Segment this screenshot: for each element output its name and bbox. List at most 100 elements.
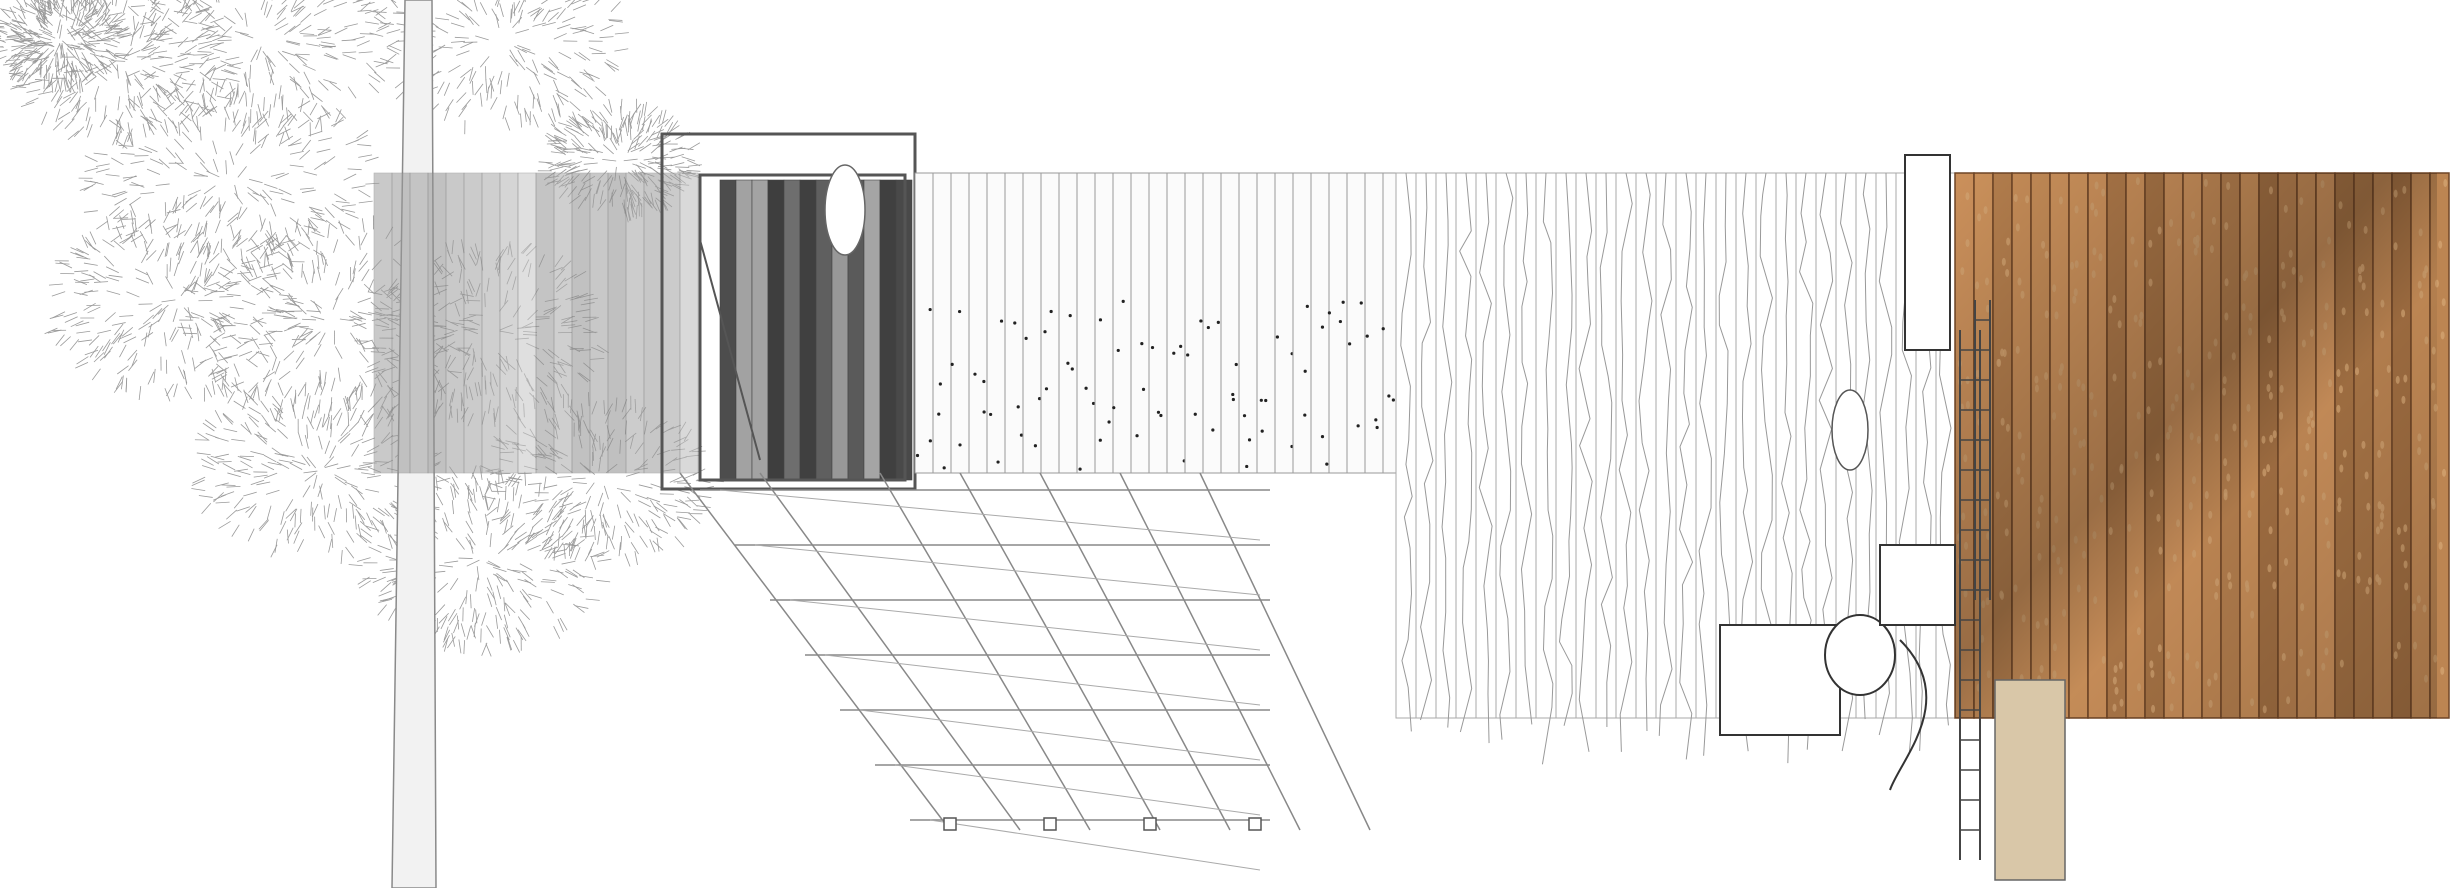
needle [84,0,90,5]
needle [330,423,333,438]
needle [101,37,116,41]
needle [111,322,126,326]
needle [304,382,307,397]
needle [150,38,165,42]
branch-line [1658,172,1673,736]
needle [245,503,257,513]
needle [269,345,277,359]
needle [211,368,217,383]
needle [42,31,56,39]
needle [78,2,91,12]
needle [217,35,232,38]
needle [316,417,322,431]
needle [162,225,171,238]
needle [541,63,554,73]
needle [170,81,183,89]
needle [504,519,509,534]
needle [79,79,81,94]
needle [466,559,480,567]
dark-board [735,179,753,481]
needle [360,1,375,6]
needle [450,486,455,501]
needle [614,32,629,35]
needle [274,453,289,457]
needle [175,242,182,256]
needle [355,337,366,350]
needle [184,289,199,293]
needle [597,558,612,562]
needle [275,407,280,422]
needle [109,59,119,72]
needle [509,49,518,63]
white-board [1238,172,1258,474]
needle [61,43,65,57]
needle [213,325,226,333]
needle [62,0,65,5]
needle [9,63,23,72]
speck [1234,362,1238,367]
needle [646,497,661,503]
needle [567,165,581,172]
needle [585,482,595,495]
needle [95,163,110,167]
needle [317,0,326,8]
needle [249,143,261,154]
needle [264,422,277,433]
needle [96,220,109,230]
needle [350,407,357,421]
needle [76,99,81,114]
needle [84,0,87,12]
needle [180,53,195,56]
needle [271,356,277,371]
needle [545,162,560,167]
needle [204,9,215,22]
needle [287,142,302,147]
needle [221,26,233,37]
needle [359,33,374,35]
needle [127,349,138,361]
needle [612,132,620,146]
needle [3,62,18,66]
needle [185,0,190,9]
needle [531,517,543,528]
needle [175,199,178,214]
needle [248,350,260,361]
needle [561,525,571,538]
needle [298,328,308,340]
needle [459,596,467,610]
needle [351,444,360,457]
needle [336,465,351,470]
needle [79,78,84,93]
needle [318,44,333,49]
needle [218,280,231,290]
needle [149,0,161,10]
needle [518,9,523,24]
grey-board [625,172,645,474]
branch-line [1520,172,1533,725]
needle [141,116,154,127]
needle [544,546,559,552]
needle [267,461,282,466]
needle [503,597,506,612]
needle [580,24,594,31]
needle [61,3,71,15]
needle [567,509,582,515]
needle [376,25,390,32]
needle [604,61,616,72]
needle [286,252,292,267]
needle [303,71,311,85]
needle [358,465,372,469]
needle [297,119,310,129]
needle [69,91,79,104]
needle [482,495,496,500]
speck [1091,401,1096,406]
needle [638,135,649,147]
needle [348,396,351,411]
needle [97,329,112,334]
needle [372,576,386,583]
needle [557,618,564,632]
needle [662,109,667,124]
needle [11,20,26,25]
needle [357,144,372,147]
grey-board [553,172,573,474]
